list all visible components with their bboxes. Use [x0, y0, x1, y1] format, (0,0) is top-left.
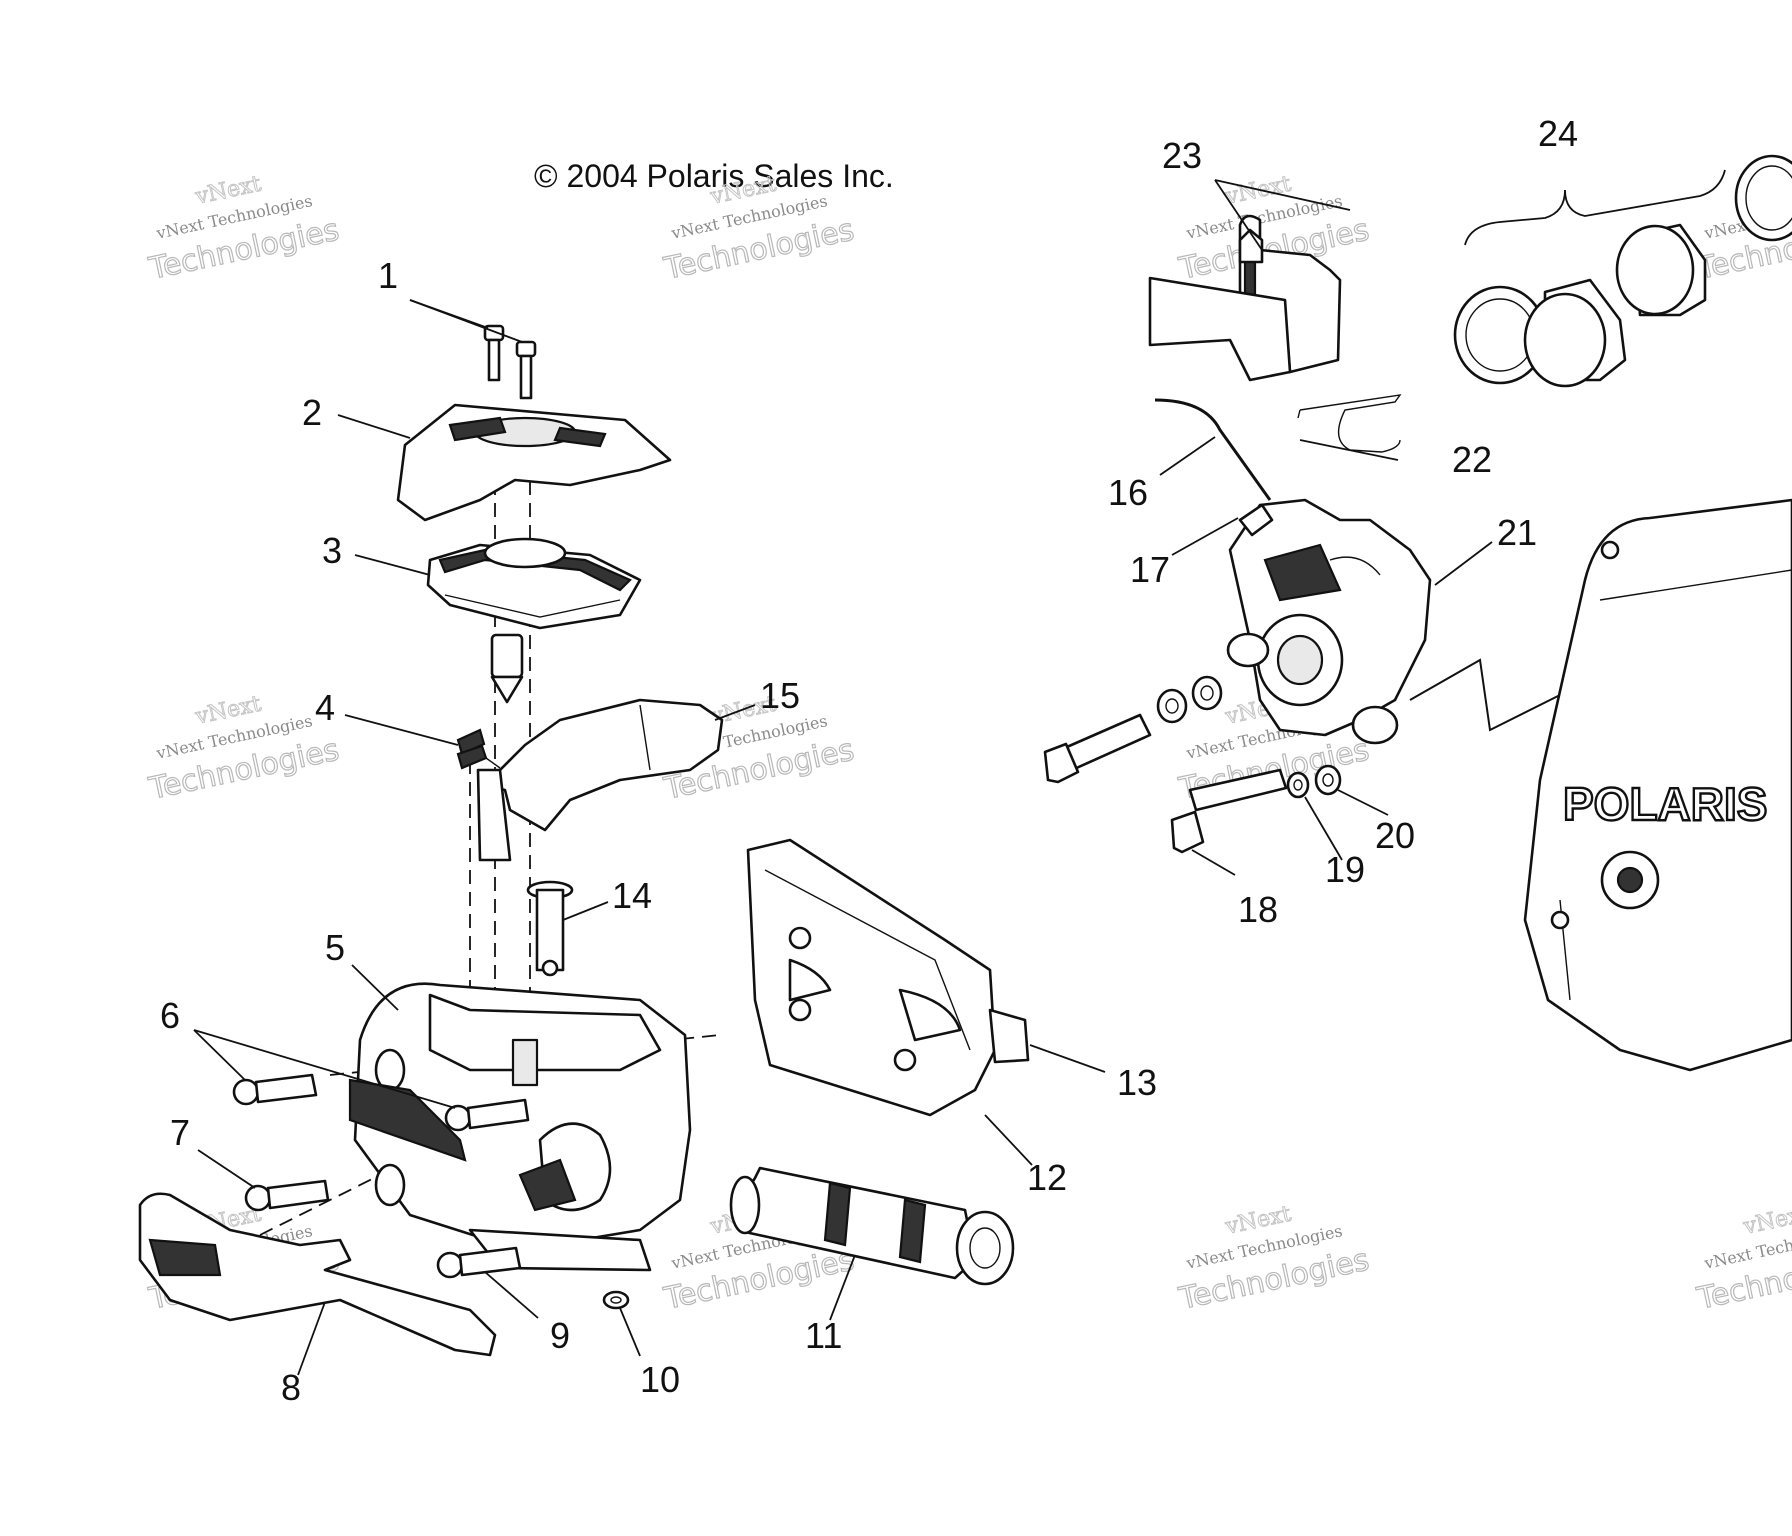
part-6-screws — [232, 1073, 530, 1132]
part-11-piston — [729, 1166, 1015, 1286]
part-3-diaphragm — [426, 537, 642, 630]
callout-11: 11 — [805, 1315, 842, 1356]
callout-2: 2 — [302, 392, 322, 433]
callout-1: 1 — [378, 255, 398, 296]
break-line — [1409, 658, 1561, 732]
callout-15: 15 — [760, 675, 800, 716]
callout-20: 20 — [1375, 815, 1415, 856]
part-7-screw — [244, 1179, 330, 1212]
callout-10: 10 — [640, 1359, 680, 1400]
part-14-pin — [526, 880, 574, 977]
svg-text:vNext: vNext — [1741, 1202, 1792, 1240]
callout-8: 8 — [281, 1367, 301, 1408]
copyright-text: © 2004 Polaris Sales Inc. — [534, 158, 894, 194]
part-23-brake-pads — [1148, 214, 1342, 382]
watermark: vNext vNext Technologies Technologies — [145, 691, 343, 808]
callout-23: 23 — [1162, 135, 1202, 176]
callout-17: 17 — [1130, 549, 1170, 590]
part-4-spring — [456, 728, 501, 770]
polaris-cover: POLARIS — [1523, 498, 1792, 1072]
watermark: vNext vNext Technologies Technologies — [145, 171, 343, 288]
callout-3: 3 — [322, 530, 342, 571]
polaris-logo-text: POLARIS — [1563, 778, 1767, 830]
part-24-pistons — [1453, 154, 1792, 388]
callout-6: 6 — [160, 995, 180, 1036]
callout-21: 21 — [1497, 512, 1537, 553]
callout-18: 18 — [1238, 889, 1278, 930]
part-19-washer — [1286, 771, 1310, 799]
watermark: vNext vNext Technologies Technologies — [1693, 1201, 1792, 1318]
callout-7: 7 — [170, 1112, 190, 1153]
callout-24: 24 — [1538, 113, 1578, 154]
callout-16: 16 — [1108, 472, 1148, 513]
part-10-washer — [602, 1290, 630, 1310]
callout-9: 9 — [550, 1315, 570, 1356]
assembly-axis-lines — [259, 415, 721, 1236]
leader-lines — [193, 169, 1726, 1376]
callout-4: 4 — [315, 687, 335, 728]
part-12-cover — [746, 838, 1030, 1117]
part-5-master-cylinder — [348, 982, 692, 1272]
part-2-reservoir-cover — [396, 403, 672, 522]
callout-5: 5 — [325, 927, 345, 968]
part-8-lever — [138, 1192, 497, 1357]
callout-12: 12 — [1027, 1157, 1067, 1198]
part-21-caliper — [1226, 498, 1432, 745]
part-20-washers — [1156, 675, 1342, 796]
part-18-bolts — [1043, 713, 1288, 854]
watermark: vNext vNext Technologies Technologies — [1175, 1201, 1373, 1318]
part-9-screw — [436, 1246, 522, 1279]
part-15-lever — [476, 698, 724, 862]
part-16-hose — [1154, 398, 1272, 501]
callout-19: 19 — [1325, 849, 1365, 890]
callout-22: 22 — [1452, 439, 1492, 480]
callout-13: 13 — [1117, 1062, 1157, 1103]
callout-14: 14 — [612, 875, 652, 916]
part-piston — [490, 633, 524, 704]
